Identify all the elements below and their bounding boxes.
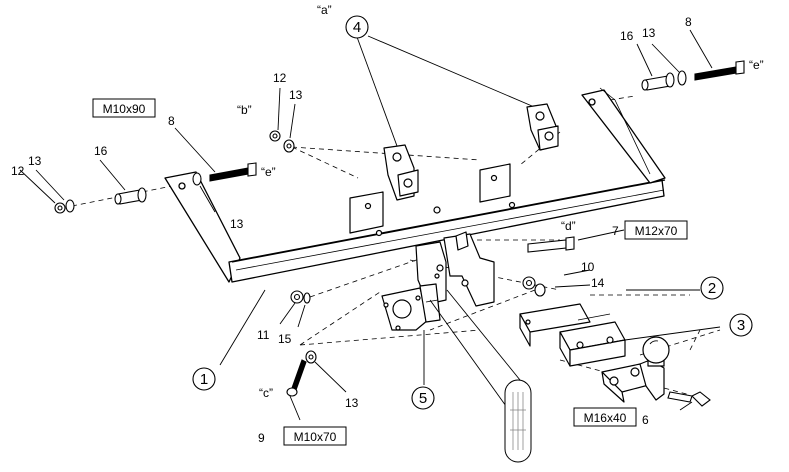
bolt-9 [286,359,307,397]
spacer-16-right [641,72,675,91]
circled-callouts: 4 1 5 2 3 [192,15,753,410]
nut-10 [522,276,536,290]
label-a: “a” [317,3,332,17]
part-10: 10 [581,260,595,274]
label-m10x70: M10x70 [294,430,337,444]
label-m16x40: M16x40 [584,411,627,425]
crossbar-part-1 [164,87,666,283]
wiring-diagram-pill [504,379,532,463]
label-e-right: “e” [749,58,764,72]
bracket-part-4 [349,103,559,237]
part-8-right: 8 [685,15,692,29]
washer-15 [303,292,311,304]
bolt-8-left [209,162,257,182]
label-b: “b” [237,103,252,117]
label-m12x70: M12x70 [635,224,678,238]
label-c: “c” [259,386,273,400]
washer-13-left-lower [192,172,202,186]
socket-plate-part-5 [381,283,441,331]
callout-5: 5 [411,386,435,410]
callout-5-text: 5 [419,390,427,407]
boxed-size-texts: M10x90 M12x70 M16x40 M10x70 [103,102,678,444]
spacer-16-left [114,187,147,205]
callout-1-text: 1 [200,371,208,388]
bolt-6 [667,391,711,407]
callout-2-text: 2 [708,280,716,297]
callout-4-text: 4 [353,19,361,36]
part-16-right: 16 [620,29,634,43]
part-13-left: 13 [28,154,42,168]
label-m10x90: M10x90 [103,102,146,116]
tow-ball-part-3 [601,336,670,403]
nut-11 [290,290,304,304]
label-e-left: “e” [261,165,276,179]
washer-13-bottom [305,350,317,364]
part-14: 14 [591,276,605,290]
part-13-right: 13 [642,26,656,40]
part-7: 7 [612,224,619,238]
washer-14 [534,283,546,297]
callout-3: 3 [729,313,753,337]
part-11: 11 [257,328,270,342]
nut-12-b [269,130,281,142]
part-13-left-lower: 13 [230,217,244,231]
nut-12-left [54,202,66,214]
label-d: “d” [561,219,576,233]
part-8-left: 8 [168,114,175,128]
part-9: 9 [258,431,265,445]
part-12-left: 12 [11,164,25,178]
bolt-7 [527,236,575,253]
part-12-b: 12 [273,71,287,85]
callout-2: 2 [700,276,724,300]
part-15: 15 [278,332,292,346]
part-13-bottom: 13 [345,396,359,410]
leader-lines [19,29,721,421]
callout-3-text: 3 [737,317,745,334]
washer-13-b [283,139,295,153]
quote-labels: “a” “b” “c” “d” “e” “e” [237,3,764,400]
part-13-b: 13 [289,88,303,102]
part-16-left: 16 [94,144,108,158]
boxed-size-labels [92,98,688,446]
part-6: 6 [642,413,649,427]
washer-13-right [677,70,687,86]
callout-4: 4 [345,15,369,39]
ball-mount-part-2 [519,303,626,367]
hardware-parts [54,60,745,407]
part-number-labels: 12 13 16 8 13 12 13 16 13 8 7 10 14 11 1… [11,15,692,445]
bolt-8-right [694,60,745,81]
callout-1: 1 [192,367,216,391]
washer-13-left [65,199,75,213]
